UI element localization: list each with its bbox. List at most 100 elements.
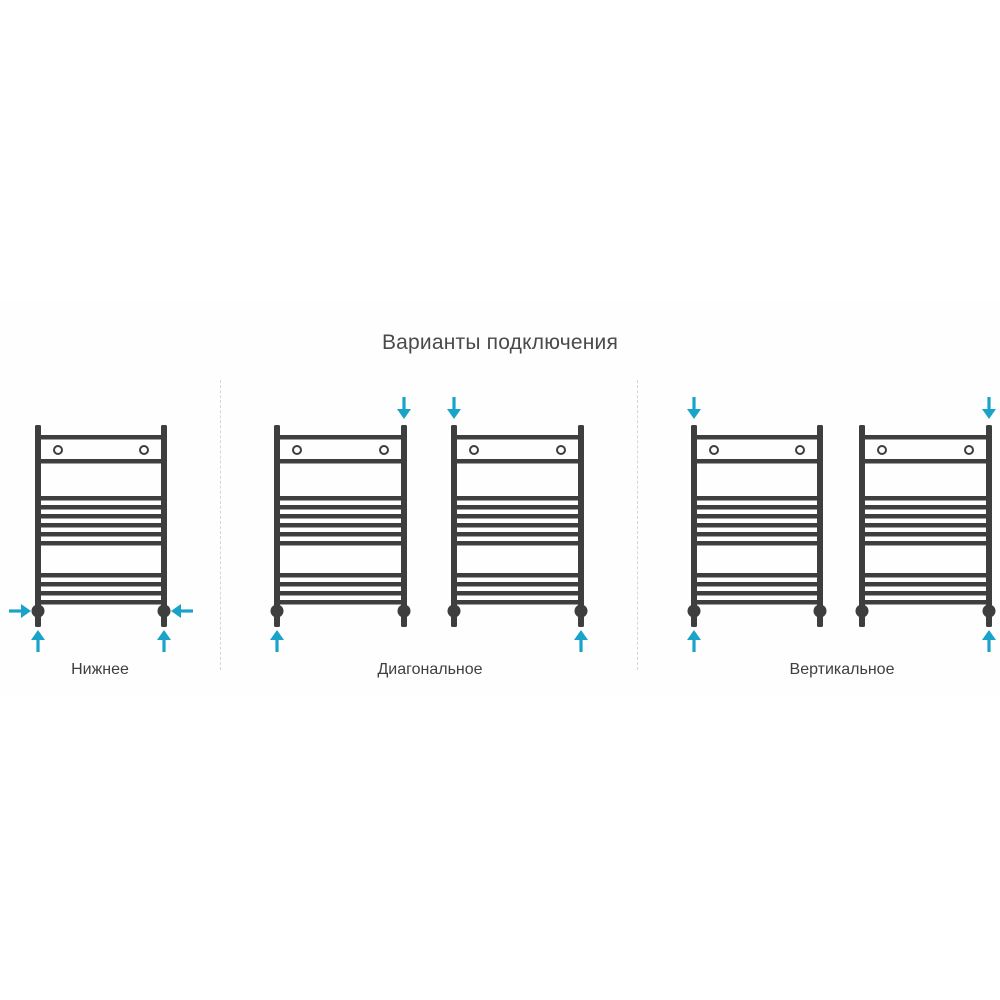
radiator-bar [862,435,989,440]
radiator-bar [38,435,164,440]
mount-dot-left [469,445,479,455]
flow-arrow-icon [397,397,411,419]
radiator-bar [454,523,581,528]
radiator-bar [862,582,989,587]
flow-arrow-icon [687,630,701,652]
radiator-bar [277,532,404,537]
radiator-bar [38,523,164,528]
connection-node [157,604,171,618]
radiator-icon [859,425,992,627]
flow-arrow-icon [31,630,45,652]
radiator-bar [694,514,820,519]
flow-arrow-icon [157,630,171,652]
flow-arrow-icon [171,604,193,618]
arrow-head [397,409,411,419]
radiator-bar [454,514,581,519]
arrow-head [447,409,461,419]
radiator-bar [277,573,404,578]
radiator-bar [862,496,989,501]
mount-dot-left [292,445,302,455]
mount-dot-right [556,445,566,455]
arrow-head [687,630,701,640]
radiator-bar [277,496,404,501]
radiator-bar [694,435,820,440]
radiator-bar [862,591,989,596]
arrow-head [157,630,171,640]
mount-dot-right [795,445,805,455]
radiator-bar [694,496,820,501]
radiator-bar [862,600,989,605]
radiator-bar [862,505,989,510]
mount-dot-right [379,445,389,455]
radiator-bar [277,600,404,605]
flow-arrow-icon [447,397,461,419]
radiator-bar [38,532,164,537]
radiator-bar [38,505,164,510]
connection-node [687,604,701,618]
radiator-bar [277,435,404,440]
radiator-bar [454,435,581,440]
radiator-bar [862,573,989,578]
connection-node [31,604,45,618]
page-title: Варианты подключения [381,331,619,354]
radiator-bar [694,459,820,464]
connection-node [574,604,588,618]
radiator-bar [38,600,164,605]
radiator-bar [38,541,164,546]
radiator-bar [454,573,581,578]
arrow-head [31,630,45,640]
radiator-bar [694,600,820,605]
radiator-bar [277,582,404,587]
mount-dot-left [709,445,719,455]
flow-arrow-icon [687,397,701,419]
radiator-bar [862,514,989,519]
radiator-bar [694,582,820,587]
radiator-bar [454,532,581,537]
label-bottom-connection: Нижнее [71,661,129,678]
radiator-bar [454,505,581,510]
radiator-bar [38,459,164,464]
radiator-bar [454,582,581,587]
radiator-bar [694,523,820,528]
arrow-head [171,604,181,618]
radiator-bar [694,505,820,510]
radiator-bar [694,532,820,537]
connection-node [982,604,996,618]
radiator-bar [277,505,404,510]
flow-arrow-icon [270,630,284,652]
radiator-icon [274,425,407,627]
arrow-head [687,409,701,419]
radiator-icon [35,425,167,627]
radiator-bar [38,573,164,578]
section-divider-2 [637,380,638,670]
radiator-bar [862,541,989,546]
radiator-bar [277,523,404,528]
radiator-icon [451,425,584,627]
radiator-bar [277,459,404,464]
connection-node [447,604,461,618]
mount-dot-right [964,445,974,455]
radiator-bar [38,591,164,596]
radiator-bar [277,514,404,519]
flow-arrow-icon [982,397,996,419]
mount-dot-left [877,445,887,455]
connection-node [270,604,284,618]
radiator-bar [694,573,820,578]
radiator-bar [454,600,581,605]
radiator-bar [38,582,164,587]
label-diagonal-connection: Диагональное [377,661,483,678]
flow-arrow-icon [574,630,588,652]
arrow-head [982,630,996,640]
mount-dot-left [53,445,63,455]
radiator-bar [454,459,581,464]
arrow-head [270,630,284,640]
radiator-bar [862,532,989,537]
connection-node [855,604,869,618]
radiator-bar [454,496,581,501]
radiator-bar [862,459,989,464]
arrow-head [982,409,996,419]
arrow-head [21,604,31,618]
flow-arrow-icon [982,630,996,652]
arrow-head [574,630,588,640]
